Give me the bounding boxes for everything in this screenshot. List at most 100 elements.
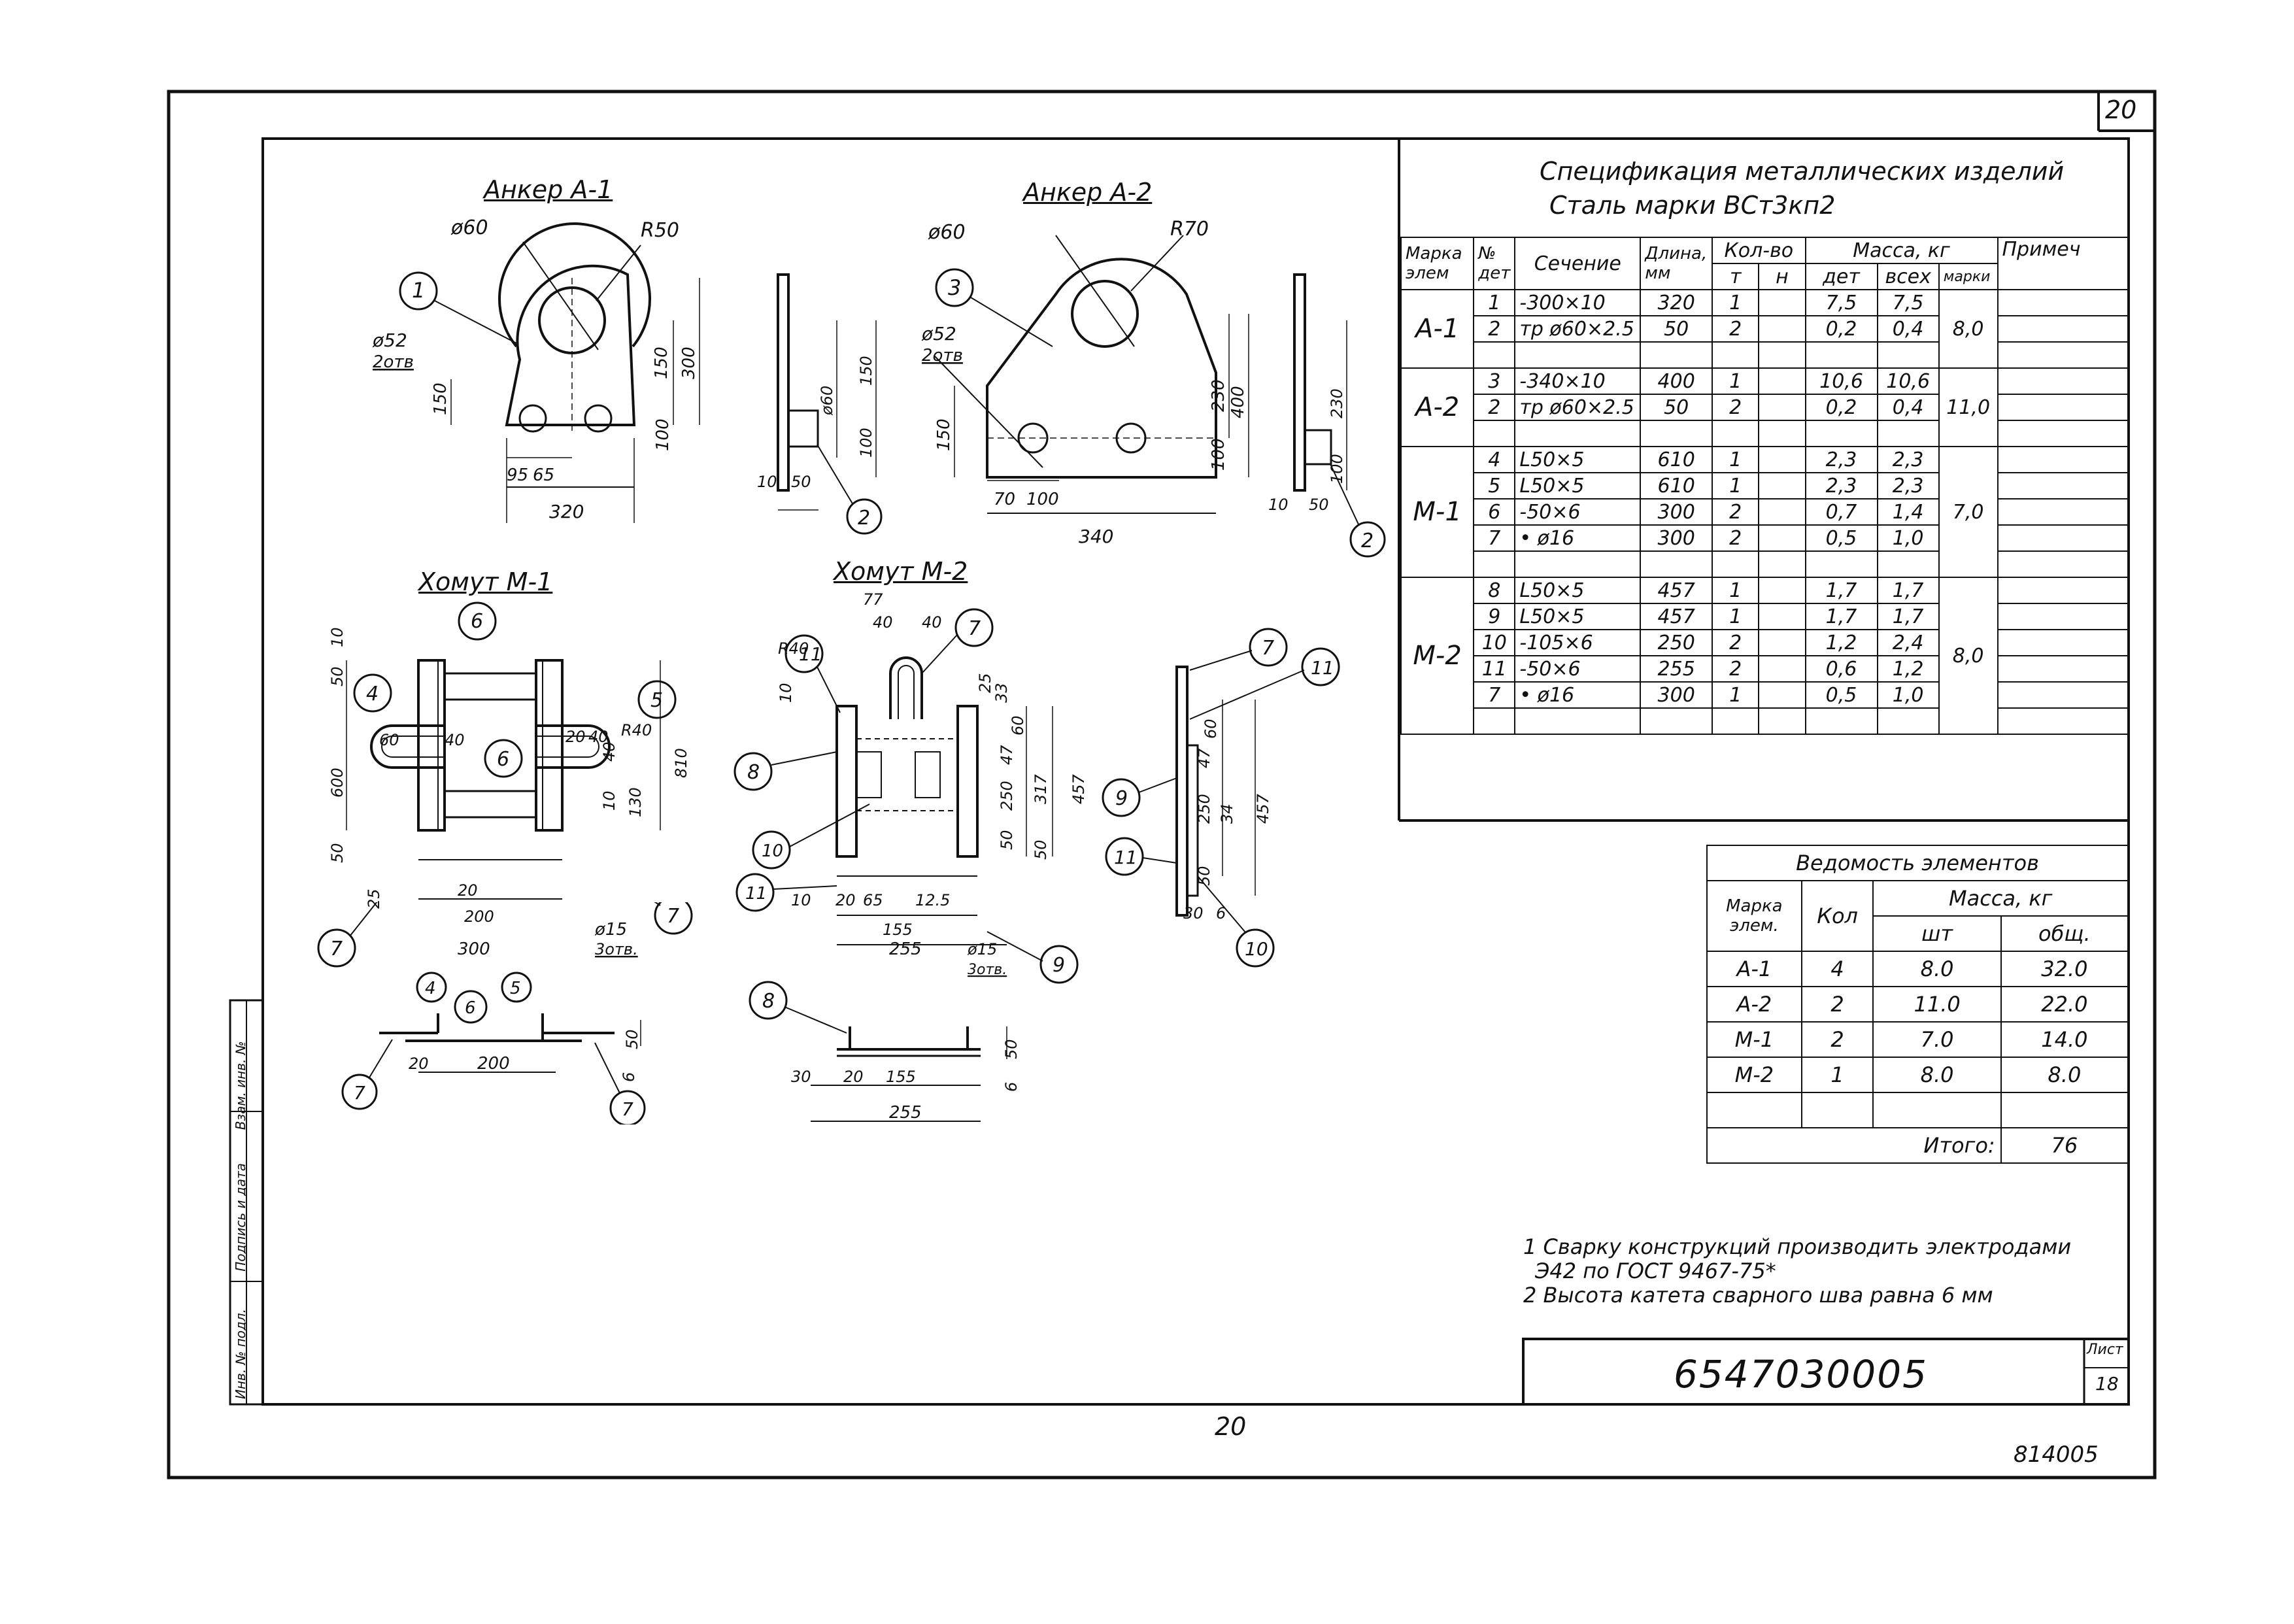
m1-sec-dim-200: 200 [477,1054,510,1074]
specification-table: Марка элем № дет Сечение Длина, мм Кол-в… [1400,237,2129,735]
m2-dim-phi15: ø15 [967,940,997,958]
a2-dim-340: 340 [1079,526,1113,547]
spec-qty-n-cell [1758,524,1806,552]
spec-empty-cell [1758,420,1806,447]
spec-empty-cell [1473,341,1516,369]
spec-empty-cell [1640,420,1713,447]
spec-length-cell: 610 [1640,446,1713,473]
spec-qty-t-cell: 2 [1712,315,1760,343]
spec-qty-n-cell [1758,394,1806,421]
m2-side-callout-10: 10 [1245,938,1268,960]
spec-mark-cell: А-2 [1400,367,1475,447]
spec-note-cell [1997,367,2129,395]
spec-qty-t-cell: 1 [1712,681,1760,709]
m2-dim-40b: 40 [922,613,942,632]
a1-side-dim-10: 10 [757,473,777,491]
spec-note-cell [1997,420,2129,447]
m2-dim-155: 155 [883,921,913,939]
note-line-1: 1 Сварку конструкций производить электро… [1523,1234,2072,1259]
spec-mass-det-cell: 1,7 [1804,603,1878,630]
spec-qty-n-cell [1758,472,1806,499]
m1-sec-callout-6: 6 [465,998,476,1018]
spec-qty-t-cell: 2 [1712,655,1760,683]
spec-section-cell: -105×6 [1514,629,1642,656]
m2-dim-40a: 40 [873,613,893,632]
m2-dim-125: 12.5 [915,891,950,909]
list-label: Лист [2087,1342,2123,1358]
spec-pos-cell: 5 [1473,472,1516,499]
vedomost-total-label: Итого: [1801,1127,2002,1164]
vedomost-header-unit: шт [1872,915,2002,952]
a1-callout-2: 2 [858,507,870,530]
spec-mass-det-cell: 0,5 [1804,681,1878,709]
clamp-m1-drawing: 50 10 60 40 600 810 50 20 40 R40 40 10 1… [328,601,690,959]
m1-callout-6a: 6 [471,610,483,633]
archive-code: 814005 [2014,1442,2099,1468]
a1-dim-100: 100 [653,418,673,451]
anchor-a1-side-view: 10 50 ø60 150 100 2 [757,273,883,535]
a1-dim-300: 300 [679,347,699,379]
m1-sec-dim-6: 6 [620,1072,638,1082]
spec-mass-mark-cell: 11,0 [1938,367,1999,447]
spec-empty-cell [1804,341,1878,369]
spec-pos-cell: 6 [1473,498,1516,526]
m2-side-dim-250: 250 [1195,794,1213,824]
spec-note-cell [1997,629,2129,656]
a2-dim-phi60: ø60 [928,221,966,244]
spec-row [1401,341,2129,369]
spec-qty-n-cell [1758,315,1806,343]
spec-empty-cell [1712,341,1760,369]
m2-sec-dim-155: 155 [886,1068,916,1086]
m2-side-callout-11: 11 [1311,657,1334,679]
vedomost-qty-cell: 1 [1800,1057,1874,1093]
m1-dim-20b: 20 [458,881,478,900]
spec-mass-all-cell: 0,4 [1876,394,1940,421]
spec-mass-all-cell: 1,0 [1876,681,1940,709]
spec-section-cell: тр ø60×2.5 [1514,315,1642,343]
spec-mass-det-cell: 0,2 [1804,315,1878,343]
m2-dim-10b: 10 [791,891,811,909]
spec-note-cell [1997,524,2129,552]
m2-side-dim-30: 30 [1183,904,1204,922]
spec-header-mass-all: всех [1876,263,1940,290]
spec-pos-cell: 4 [1473,446,1516,473]
m2-dim-60: 60 [1009,715,1027,736]
m2-side-callout-9: 9 [1115,787,1128,810]
spec-mass-det-cell: 1,7 [1804,577,1878,604]
spec-qty-n-cell [1758,498,1806,526]
a2-dim-150: 150 [934,418,954,451]
spec-qty-t-cell: 2 [1712,394,1760,421]
m2-dim-50a: 50 [998,830,1016,850]
clamp-m2-drawing: R40 77 40 40 25 33 10 60 47 250 317 457 … [734,590,1088,955]
spec-mass-det-cell: 2,3 [1804,472,1878,499]
m1-callout-5: 5 [650,689,663,712]
m1-sec-callout-7b: 7 [622,1098,633,1120]
spec-mass-mark-cell: 8,0 [1938,577,1999,735]
spec-mass-det-cell: 7,5 [1804,289,1878,316]
vedomost-header-row-1: Марка элем. Кол Масса, кг [1706,880,2129,952]
spec-header-mass-det: дет [1804,263,1878,290]
spec-pos-cell: 10 [1473,629,1516,656]
a2-callout-2: 2 [1361,530,1374,552]
spec-section-cell: • ø16 [1514,524,1642,552]
spec-qty-t-cell: 1 [1712,472,1760,499]
spec-header-pos: № дет [1473,237,1516,290]
m2-dim-33: 33 [992,683,1011,703]
spec-mass-det-cell: 0,7 [1804,498,1878,526]
spec-qty-t-cell: 1 [1712,603,1760,630]
vedomost-header-mark: Марка элем. [1706,880,1802,952]
spec-qty-n-cell [1758,367,1806,395]
spec-mass-all-cell: 1,4 [1876,498,1940,526]
spec-header-length: Длина, мм [1640,237,1713,290]
vedomost-empty-cell [1800,1092,1874,1128]
a1-dim-r50: R50 [641,219,679,242]
spec-length-cell: 457 [1640,603,1713,630]
spec-mass-all-cell: 10,6 [1876,367,1940,395]
spec-empty-cell [1876,550,1940,578]
vedomost-title: Ведомость элементов [1706,845,2129,881]
spec-mass-all-cell: 7,5 [1876,289,1940,316]
